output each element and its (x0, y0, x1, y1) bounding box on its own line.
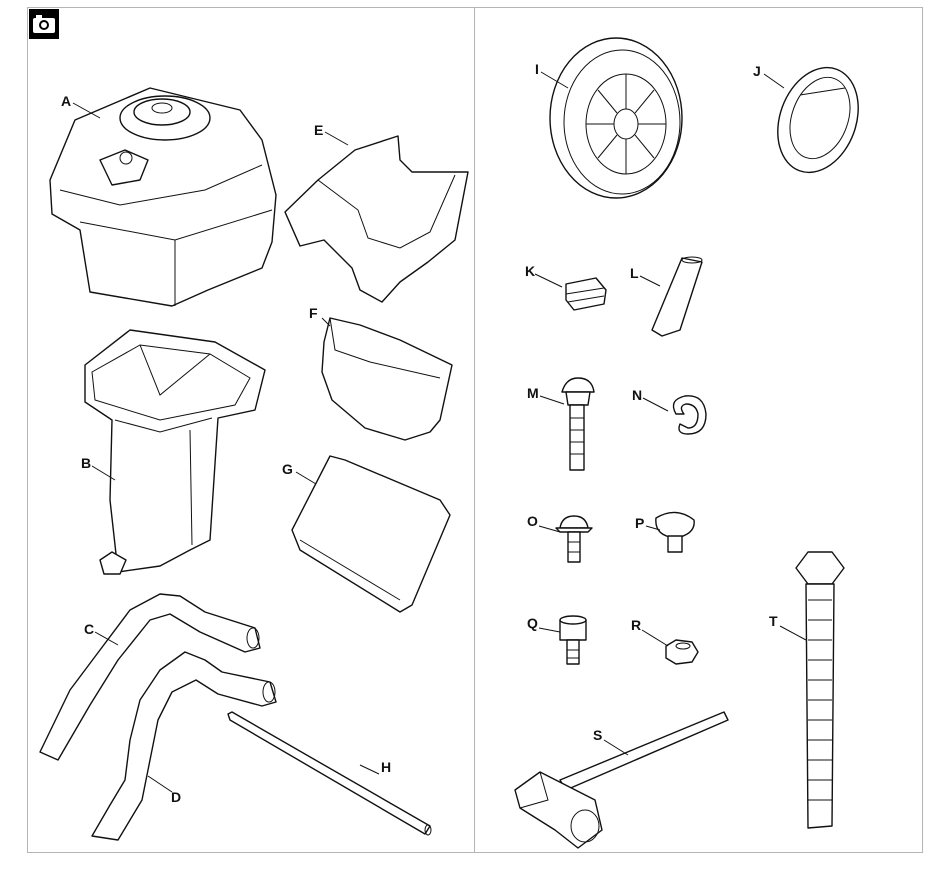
part-label-n: N (632, 388, 642, 402)
part-label-f: F (309, 306, 318, 320)
part-i-illustration (550, 38, 682, 198)
part-s-illustration (515, 712, 728, 848)
part-a-illustration (50, 88, 276, 306)
part-label-k: K (525, 264, 535, 278)
part-label-r: R (631, 618, 641, 632)
part-q-illustration (560, 616, 586, 664)
part-label-l: L (630, 266, 639, 280)
part-label-o: O (527, 514, 538, 528)
part-n-illustration (673, 396, 706, 434)
part-label-a: A (61, 94, 71, 108)
part-b-illustration (85, 330, 265, 574)
part-p-illustration (656, 512, 694, 552)
part-label-c: C (84, 622, 94, 636)
part-t-illustration (796, 552, 844, 828)
part-r-illustration (666, 640, 698, 664)
part-m-illustration (562, 378, 594, 470)
part-g-illustration (292, 456, 450, 612)
part-label-t: T (769, 614, 778, 628)
part-f-illustration (322, 318, 452, 440)
part-label-m: M (527, 386, 539, 400)
part-label-i: I (535, 62, 539, 76)
part-label-j: J (753, 64, 761, 78)
part-k-illustration (566, 278, 606, 310)
part-label-q: Q (527, 616, 538, 630)
part-e-illustration (285, 136, 468, 302)
part-j-illustration (764, 56, 872, 183)
part-o-illustration (556, 516, 592, 562)
part-label-h: H (381, 760, 391, 774)
part-label-b: B (81, 456, 91, 470)
part-l-illustration (652, 257, 702, 336)
part-label-e: E (314, 123, 323, 137)
part-h-illustration (228, 712, 431, 835)
part-label-s: S (593, 728, 602, 742)
part-d-illustration (92, 652, 276, 840)
part-label-p: P (635, 516, 644, 530)
part-label-d: D (171, 790, 181, 804)
part-label-g: G (282, 462, 293, 476)
